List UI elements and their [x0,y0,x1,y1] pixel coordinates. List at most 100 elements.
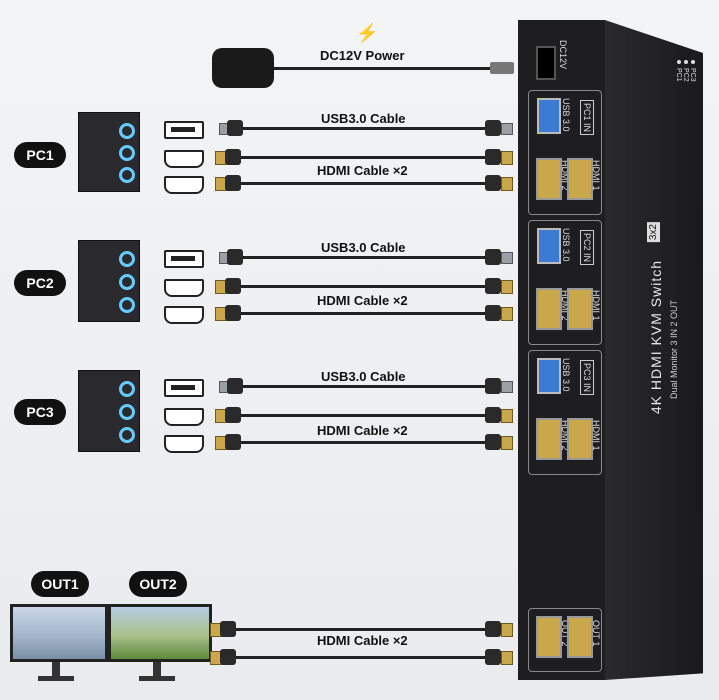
power-label: DC12V Power [320,48,405,63]
hdmi-plug-tip [501,651,513,665]
hdmi2-port[interactable] [536,158,562,200]
usb3-port[interactable] [537,98,561,134]
hdmi-plug [220,621,236,637]
hdmi-cable-label: HDMI Cable ×2 [317,163,408,178]
fan-icon [119,145,135,161]
hdmi-plug-tip [501,280,513,294]
hdmi-plug [485,649,501,665]
hdmi-cable-label: HDMI Cable ×2 [317,293,408,308]
hdmi-plug [485,305,501,321]
hdmi1-label: HDMI 1 [591,420,601,451]
fan-icon [119,297,135,313]
out1-port-label: OUT 1 [591,620,601,647]
hdmi-port-icon [164,408,204,426]
hdmi-plug-tip [501,623,513,637]
hdmi-plug [485,175,501,191]
led-label-pc2: PC2 [682,68,689,82]
usb3-label: USB 3.0 [561,358,571,392]
pc3-label: PC3 [14,399,66,425]
usb3-port[interactable] [537,228,561,264]
pc-in-label: PC2 IN [580,230,594,266]
monitor-out1 [10,604,108,662]
pc-in-label: PC3 IN [580,360,594,396]
usb-plug [485,120,501,136]
switch-subtitle: Dual Monitor 3 IN 2 OUT [669,300,679,400]
hdmi-port-icon [164,279,204,297]
pc2-label: PC2 [14,270,66,296]
hdmi-plug-tip [501,177,513,191]
usb-cable-label: USB3.0 Cable [321,369,406,384]
port-group-pc2 [528,220,602,345]
fan-icon [119,251,135,267]
hdmi-plug-tip [501,151,513,165]
usb-cable [243,256,487,259]
monitor-base [38,676,74,681]
hdmi-plug [225,305,241,321]
led-label-pc1: PC1 [675,68,682,82]
hdmi-plug [220,649,236,665]
hdmi-plug [225,149,241,165]
led-label-pc3: PC3 [689,68,696,82]
hdmi-plug [225,407,241,423]
hdmi-plug-tip [501,307,513,321]
usb-port-icon [164,121,204,139]
dc-jack [536,46,556,80]
monitor-stand [153,662,161,678]
pc-tower [78,112,140,192]
usb-plug [485,378,501,394]
hdmi2-port[interactable] [536,418,562,460]
usb3-port[interactable] [537,358,561,394]
hdmi-cable [241,441,487,444]
usb-port-icon [164,250,204,268]
usb3-label: USB 3.0 [561,98,571,132]
hdmi1-port[interactable] [567,158,593,200]
power-plug [490,62,514,74]
switch-title: 4K HDMI KVM Switch [648,260,664,415]
lightning-icon: ⚡ [356,23,379,43]
port-group-pc3 [528,350,602,475]
hdmi-cable-label: HDMI Cable ×2 [317,423,408,438]
hdmi-cable [236,628,487,631]
usb-plug [227,378,243,394]
monitor-out2 [108,604,212,662]
hdmi1-port[interactable] [567,288,593,330]
usb-port-icon [164,379,204,397]
out2-label: OUT 2 [560,620,570,647]
kvm-switch-side [605,20,703,680]
monitor-base [139,676,175,681]
hdmi1-port[interactable] [567,418,593,460]
port-group-pc1 [528,90,602,215]
hdmi-port-icon [164,435,204,453]
fan-icon [119,381,135,397]
hdmi-cable [241,182,487,185]
port-group-out [528,608,602,672]
switch-badge: 3x2 [647,222,660,243]
power-adapter [212,48,274,88]
hdmi1-label: HDMI 1 [591,290,601,321]
out2-port[interactable] [536,616,562,658]
hdmi1-label: HDMI 1 [591,160,601,191]
usb-cable-label: USB3.0 Cable [321,111,406,126]
hdmi-plug-tip [501,409,513,423]
hdmi-cable [241,285,487,288]
hdmi-plug [485,434,501,450]
out2-label: OUT2 [129,571,187,597]
usb-cable [243,385,487,388]
pc-tower [78,240,140,322]
hdmi2-port[interactable] [536,288,562,330]
led-indicator [684,60,688,64]
hdmi-cable [241,312,487,315]
hdmi-cable [241,156,487,159]
hdmi2-label: HDMI 2 [560,420,570,451]
hdmi2-label: HDMI 2 [560,290,570,321]
hdmi-plug [485,149,501,165]
hdmi-plug-tip [501,436,513,450]
out1-port[interactable] [567,616,593,658]
dc-label: DC12V [558,40,568,70]
hdmi-plug [225,278,241,294]
hdmi-plug [225,434,241,450]
fan-icon [119,274,135,290]
fan-icon [119,123,135,139]
pc-in-label: PC1 IN [580,100,594,136]
hdmi-port-icon [164,306,204,324]
